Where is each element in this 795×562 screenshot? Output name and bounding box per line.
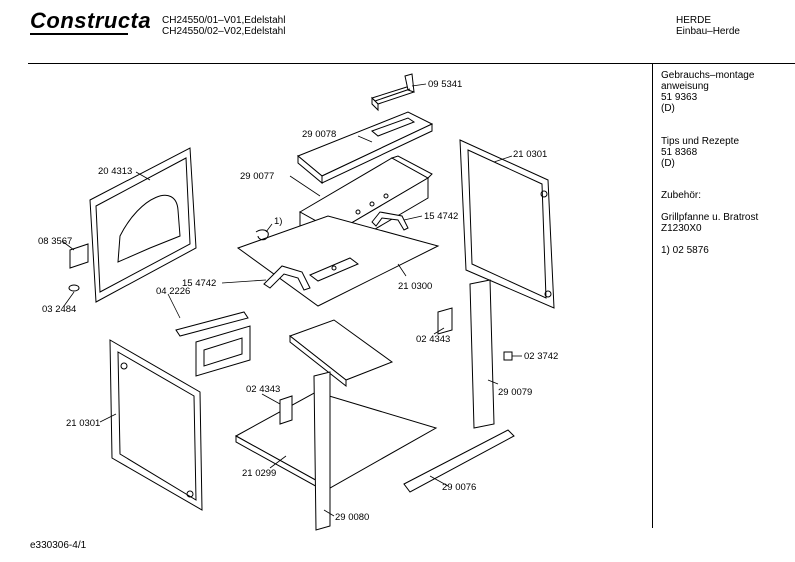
- side-panel-204313: [89, 147, 197, 303]
- label-290080: 29 0080: [335, 512, 370, 523]
- label-154742-a: 15 4742: [424, 211, 459, 222]
- label-204313: 20 4313: [98, 166, 133, 177]
- tray: [288, 319, 394, 388]
- label-290076: 29 0076: [442, 482, 477, 493]
- screw-023742: [503, 351, 513, 361]
- category-line-2: Einbau–Herde: [676, 26, 740, 37]
- footnote: 1) 02 5876: [661, 245, 709, 256]
- manual-number: 51 9363: [661, 92, 698, 103]
- manual-label-2: anweisung: [661, 81, 709, 92]
- label-032484: 03 2484: [42, 304, 77, 315]
- handle-154742-a: [371, 211, 409, 231]
- label-154742-b: 15 4742: [182, 278, 217, 289]
- label-290078: 29 0078: [302, 129, 337, 140]
- drawing-id: e330306-4/1: [30, 540, 87, 551]
- tips-label: Tips und Rezepte: [661, 136, 740, 147]
- manual-lang: (D): [661, 103, 675, 114]
- clip-part: [255, 229, 269, 241]
- brand-logo: Constructa: [30, 8, 152, 33]
- tab-083567: [69, 243, 89, 269]
- side-panel-divider: [652, 63, 653, 528]
- bracket-024343-b: [279, 395, 293, 425]
- label-095341: 09 5341: [428, 79, 463, 90]
- label-023742: 02 3742: [524, 351, 559, 362]
- accessory-code: Z1230X0: [661, 223, 702, 234]
- plate-210300: [236, 215, 440, 307]
- side-panel-210301-right: [459, 139, 555, 309]
- manual-label-1: Gebrauchs–montage: [661, 70, 755, 81]
- header-divider: [28, 63, 795, 64]
- rail-290080: [313, 371, 331, 531]
- bracket-024343-a: [437, 307, 453, 335]
- handle-154742-b: [263, 265, 311, 291]
- label-290079: 29 0079: [498, 387, 533, 398]
- label-024343-b: 02 4343: [246, 384, 281, 395]
- tips-number: 51 8368: [661, 147, 698, 158]
- accessories-label: Zubehör:: [661, 190, 702, 201]
- label-290077: 29 0077: [240, 171, 275, 182]
- top-cover-290078: [297, 111, 434, 185]
- label-083567: 08 3567: [38, 236, 73, 247]
- label-210301-b: 21 0301: [66, 418, 101, 429]
- side-panel-210301-left: [109, 339, 203, 511]
- accessory-name: Grillpfanne u. Bratrost: [661, 212, 759, 223]
- bracket-095341: [371, 73, 415, 112]
- tips-lang: (D): [661, 158, 675, 169]
- logo-underline: [30, 33, 128, 35]
- label-210299: 21 0299: [242, 468, 277, 479]
- label-042226: 04 2226: [156, 286, 191, 297]
- rail-290079: [469, 279, 495, 429]
- vent-042226: [175, 311, 251, 377]
- model-line-2: CH24550/02–V02,Edelstahl: [162, 26, 286, 37]
- model-line-1: CH24550/01–V01,Edelstahl: [162, 15, 286, 26]
- label-note-1: 1): [274, 216, 283, 227]
- label-210301-a: 21 0301: [513, 149, 548, 160]
- label-024343-a: 02 4343: [416, 334, 451, 345]
- label-210300: 21 0300: [398, 281, 433, 292]
- category-line-1: HERDE: [676, 15, 712, 26]
- screw-032484: [68, 284, 80, 292]
- leader-lines: [61, 83, 522, 517]
